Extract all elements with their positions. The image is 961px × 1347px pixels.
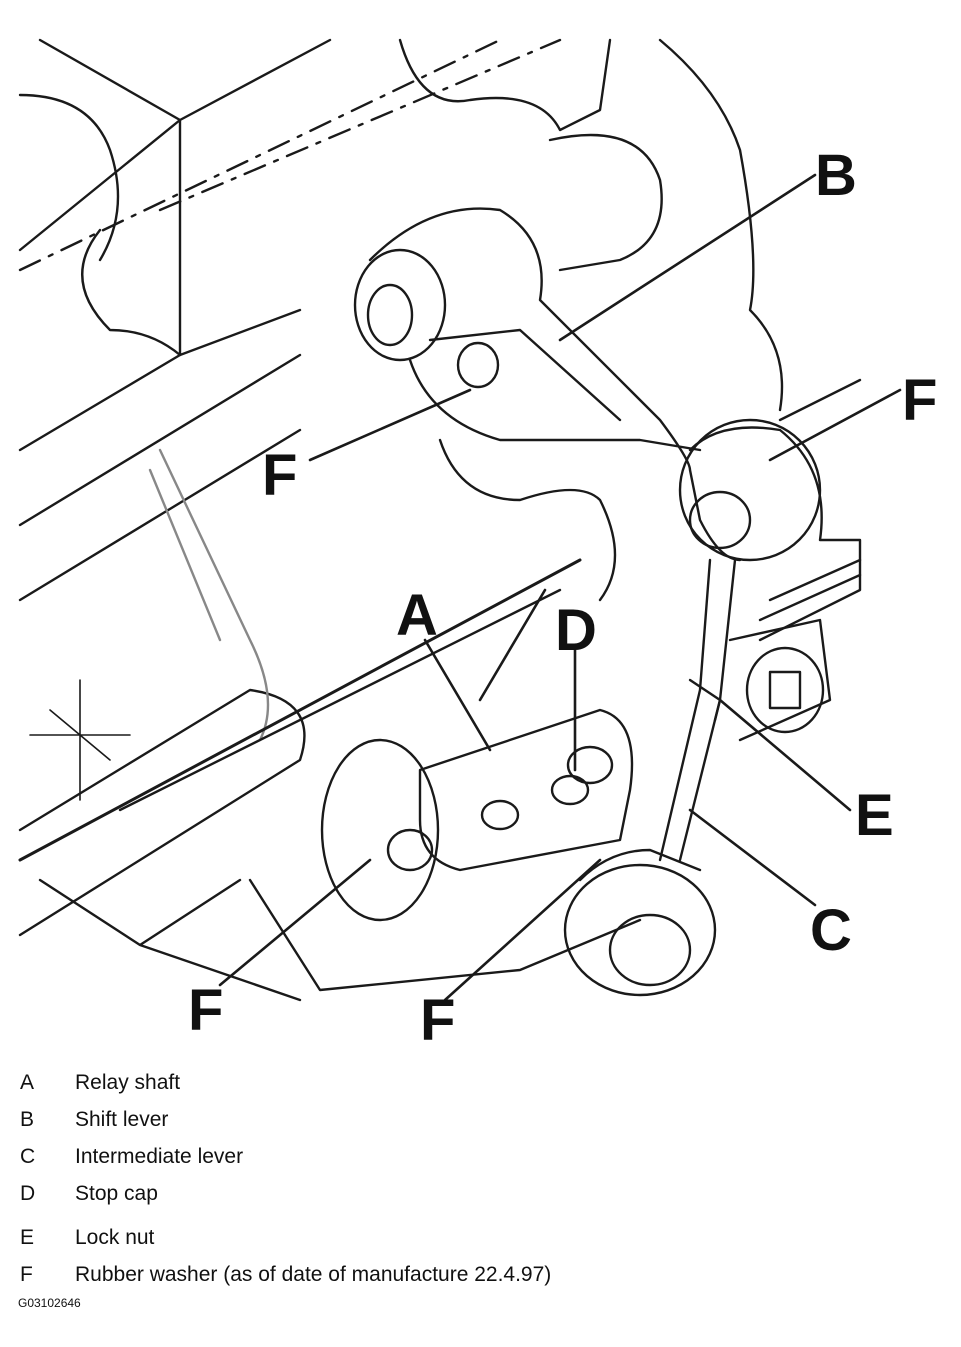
stop-cap xyxy=(566,745,614,785)
legend-text: Rubber washer (as of date of manufacture… xyxy=(75,1263,552,1286)
shift-lever-arm xyxy=(408,358,702,452)
callout-d: D xyxy=(555,598,597,663)
gearshift-linkage-drawing: B F F A D E C F F xyxy=(18,38,937,1053)
housing-curve xyxy=(81,228,182,357)
shaft-line xyxy=(18,558,582,862)
shift-lever-body xyxy=(368,207,742,562)
leader-f-bottom-left xyxy=(218,858,372,987)
figure-code: G03102646 xyxy=(18,1296,81,1310)
centre-line xyxy=(18,38,562,272)
callout-e: E xyxy=(855,783,894,848)
housing-lower-2 xyxy=(38,878,302,1002)
callout-f-top-left: F xyxy=(262,443,297,508)
housing-boss xyxy=(548,133,663,272)
shift-lever-boss xyxy=(353,248,447,362)
relay-washer xyxy=(386,828,434,872)
stop-cap-slot-2 xyxy=(550,774,590,806)
pivot-plate xyxy=(688,426,862,642)
callout-f-bottom-right: F xyxy=(420,988,455,1053)
housing-outline xyxy=(18,38,332,527)
shift-lever-web xyxy=(428,328,622,422)
shift-lever-boss-inner xyxy=(366,283,414,347)
housing-rib-2 xyxy=(148,468,222,642)
leader-e xyxy=(718,698,852,812)
intermediate-pivot-inner xyxy=(688,490,752,550)
linework xyxy=(18,38,902,1002)
legend-text: Stop cap xyxy=(75,1182,158,1205)
callout-c: C xyxy=(810,898,852,963)
leader-b xyxy=(558,173,817,342)
callout-a: A xyxy=(396,583,438,648)
callout-b: B xyxy=(815,143,857,208)
legend-key: C xyxy=(20,1145,36,1168)
shaft-line-2 xyxy=(118,588,562,812)
shift-lever-pin xyxy=(456,341,500,389)
leader-a xyxy=(423,588,547,752)
relay-boss xyxy=(320,738,440,922)
legend-key: B xyxy=(20,1108,35,1131)
relay-base xyxy=(248,878,642,992)
legend-key: E xyxy=(20,1226,35,1249)
shift-lever-base xyxy=(438,438,617,602)
lock-nut-body xyxy=(728,618,832,742)
intermediate-pivot xyxy=(678,418,822,562)
stop-cap-slot-1 xyxy=(480,799,520,831)
legend-key: A xyxy=(20,1071,35,1094)
legend-key: F xyxy=(20,1263,33,1286)
leader-f-top-right xyxy=(768,388,902,462)
lower-bushing-inner xyxy=(608,913,692,987)
leader-c xyxy=(688,808,817,907)
lock-nut xyxy=(745,646,825,734)
lock-nut-hex xyxy=(768,670,802,710)
housing-top-right xyxy=(398,38,784,412)
legend-text: Intermediate lever xyxy=(75,1145,244,1168)
legend-text: Lock nut xyxy=(75,1226,155,1249)
crosshair xyxy=(29,679,131,801)
legend-key: D xyxy=(20,1182,36,1205)
lower-bushing xyxy=(563,863,717,997)
legend-text: Shift lever xyxy=(75,1108,169,1131)
housing-rib xyxy=(158,448,270,742)
legend-text: Relay shaft xyxy=(75,1071,181,1094)
callout-f-bottom-left: F xyxy=(188,978,223,1043)
callout-f-top-right: F xyxy=(902,368,937,433)
leader-f-bottom-right xyxy=(443,858,602,1002)
lower-bushing-collar xyxy=(578,848,702,882)
relay-arm xyxy=(418,708,634,872)
leader-f-top-left xyxy=(308,388,472,462)
pivot-plate-2 xyxy=(758,378,862,622)
